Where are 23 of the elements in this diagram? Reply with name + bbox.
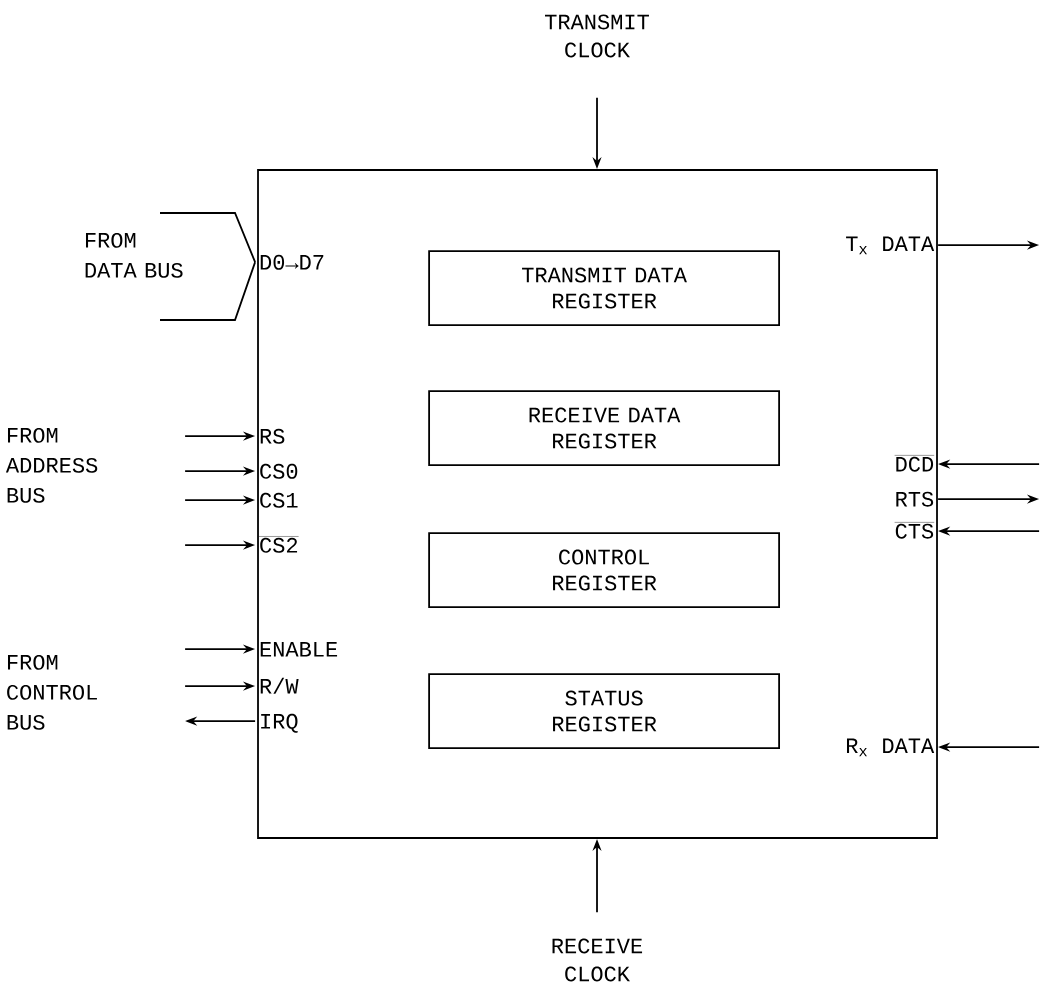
clock-label: TRANSMIT CLOCK (545, 14, 649, 58)
pin-label: CS1 (260, 492, 298, 508)
pin-label: CS2 (258, 536, 299, 553)
register-box: RECEIVE DATA REGISTER (428, 390, 780, 466)
pin-label: ENABLE (260, 642, 338, 657)
pin-label: RS (260, 428, 285, 444)
register-box: CONTROL REGISTER (428, 532, 780, 608)
bus-label: FROM CONTROL BUS (7, 654, 97, 730)
bus-label: FROM ADDRESS BUS (5, 427, 98, 503)
clock-label: RECEIVE CLOCK (552, 938, 643, 982)
pin-label: R$_{x}$ DATA (847, 738, 935, 757)
register-box: TRANSMIT DATA REGISTER (428, 250, 780, 326)
pin-label: IRQ (261, 713, 298, 733)
bus-label: FROM DATA BUS (85, 232, 183, 278)
pin-label: T$_{x}$ DATA (846, 236, 935, 255)
chip-box (257, 169, 938, 839)
pin-label: R/W (260, 677, 299, 694)
pin-label: RTS (896, 491, 934, 507)
pin-label: CTS (894, 522, 935, 539)
pin-label: D0→D7 (260, 254, 324, 270)
register-box: STATUS REGISTER (428, 673, 780, 749)
pin-label: DCD (894, 455, 935, 472)
pin-label: CS0 (260, 463, 298, 479)
